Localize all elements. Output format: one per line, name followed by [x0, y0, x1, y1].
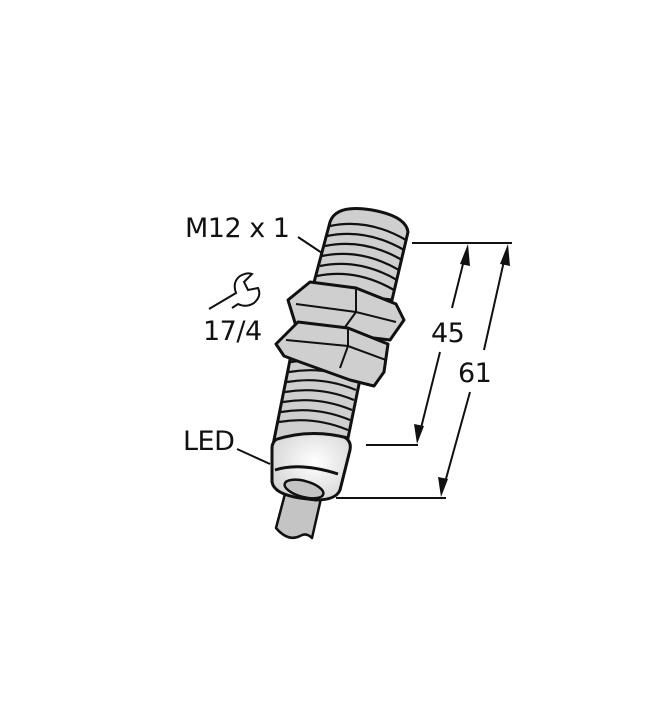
- dimension-61-label: 61: [458, 358, 492, 389]
- hex-nut-lower: [274, 320, 390, 388]
- wrench-icon: [208, 272, 261, 310]
- cable: [274, 488, 324, 540]
- thread-size-label: M12 x 1: [185, 213, 290, 244]
- dimension-lines: [336, 242, 512, 499]
- thread-leader-line: [297, 236, 323, 254]
- led-cap: [270, 429, 352, 502]
- dimension-45-label: 45: [431, 318, 465, 349]
- leader-lines: [236, 236, 323, 465]
- wrench-size-label: 17/4: [203, 316, 262, 347]
- led-label: LED: [183, 426, 235, 457]
- led-leader-line: [236, 448, 271, 465]
- upper-thread: [310, 207, 410, 302]
